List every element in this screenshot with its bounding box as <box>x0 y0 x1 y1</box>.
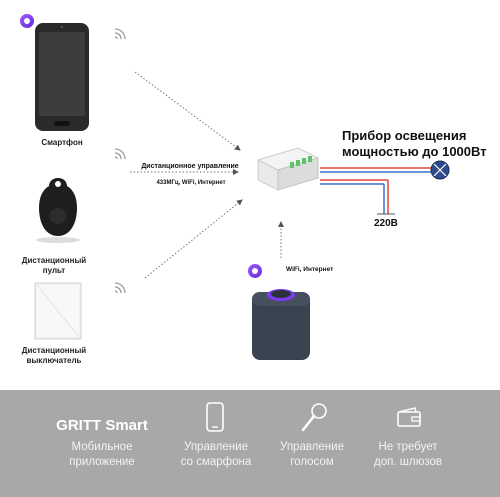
feature-3-line2: доп. шлюзов <box>374 456 442 468</box>
smartphone-icon <box>206 402 224 432</box>
smartphone-label: Смартфон <box>41 138 83 147</box>
brand-name: GRITT Smart <box>56 417 148 434</box>
wifi-signal-icon <box>114 148 126 160</box>
voltage-label: 220В <box>374 218 398 229</box>
footer-bar: GRITT Smart Мобильное приложение Управле… <box>0 390 500 497</box>
remote-image <box>36 178 80 243</box>
remote-label: Дистанционный пульт <box>21 256 87 275</box>
relay-module-image <box>256 147 320 191</box>
app-line1: Мобильное <box>71 441 133 453</box>
feature-2-line1: Управление <box>280 441 344 453</box>
lamp-label-line1: Прибор освещения <box>342 128 467 143</box>
feature-2-line2: голосом <box>290 456 334 468</box>
alice-icon <box>20 14 34 28</box>
remote-control-title: Дистанционное управление <box>141 163 239 170</box>
connection-arrows <box>130 71 450 279</box>
wifi-signal-icon <box>114 282 126 294</box>
microphone-icon <box>301 403 327 432</box>
feature-3-line1: Не требует <box>378 441 438 453</box>
app-line2: приложение <box>69 456 135 468</box>
wallet-icon <box>397 407 421 427</box>
alice-icon <box>248 264 262 278</box>
wifi-signal-icon <box>114 28 126 40</box>
remote-control-subtitle: 433МГц, WiFi, Интернет <box>156 180 226 186</box>
feature-1-line1: Управление <box>184 441 248 453</box>
lamp-label-line2: мощностью до 1000Вт <box>342 144 487 159</box>
switch-label: Дистанционный выключатель <box>21 346 87 365</box>
smartphone-image <box>35 23 89 131</box>
wall-switch-image <box>34 282 82 340</box>
smart-speaker-image <box>252 289 310 360</box>
feature-1-line2: со смарфона <box>180 456 252 468</box>
speaker-link-label: WiFi, Интернет <box>286 266 334 273</box>
